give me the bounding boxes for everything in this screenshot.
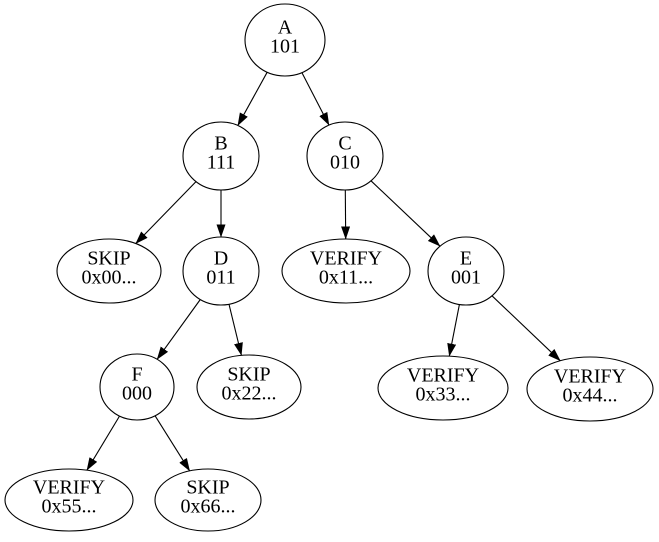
edge-A-C — [301, 72, 330, 126]
node-label-line1: F — [131, 364, 142, 386]
node-label-line1: SKIP — [87, 248, 130, 270]
node-label-line2: 0x66... — [181, 496, 236, 518]
node-label-line2: 0x11... — [319, 267, 373, 289]
node-label-line2: 000 — [122, 383, 152, 405]
edge-D-F — [156, 299, 201, 360]
node-SKIP22: SKIP0x22... — [196, 354, 302, 420]
node-shape-ellipse — [4, 468, 134, 532]
node-label-line2: 010 — [330, 152, 360, 174]
node-label-line1: VERIFY — [33, 477, 105, 499]
node-label-line1: SKIP — [227, 364, 270, 386]
node-shape-circle — [182, 121, 260, 191]
node-shape-ellipse — [56, 238, 162, 304]
edge-E-VERIFY33 — [447, 304, 460, 357]
edge-F-VERIFY55 — [86, 415, 120, 471]
edge-A-B — [237, 71, 268, 126]
node-label-line1: C — [338, 133, 351, 155]
edge-C-E — [370, 180, 441, 247]
node-label-line2: 011 — [206, 267, 235, 289]
node-VERIFY44: VERIFY0x44... — [526, 356, 654, 422]
node-shape-circle — [427, 236, 505, 306]
node-label-line1: E — [460, 248, 472, 270]
edge-E-VERIFY44 — [491, 295, 561, 362]
node-label-line1: VERIFY — [407, 365, 479, 387]
node-shape-circle — [244, 3, 326, 77]
node-shape-ellipse — [377, 355, 509, 421]
node-label-line2: 0x00... — [82, 267, 137, 289]
node-label-line1: VERIFY — [554, 366, 626, 388]
node-label-line1: D — [214, 248, 228, 270]
node-shape-ellipse — [196, 354, 302, 420]
node-label-line2: 101 — [270, 36, 300, 58]
edge-F-SKIP66 — [154, 415, 191, 472]
node-label-line1: SKIP — [186, 477, 229, 499]
node-label-line2: 0x55... — [42, 496, 97, 518]
node-VERIFY33: VERIFY0x33... — [377, 355, 509, 421]
node-label-line2: 0x22... — [222, 383, 277, 405]
node-label-line1: A — [278, 17, 293, 39]
node-shape-circle — [182, 236, 260, 306]
node-shape-circle — [99, 353, 175, 421]
node-label-line2: 111 — [207, 152, 236, 174]
node-shape-ellipse — [526, 356, 654, 422]
node-VERIFY11: VERIFY0x11... — [281, 238, 411, 304]
node-label-line2: 001 — [451, 267, 481, 289]
edge-D-SKIP22 — [228, 304, 243, 356]
edge-B-SKIP00 — [135, 181, 197, 244]
node-SKIP00: SKIP0x00... — [56, 238, 162, 304]
node-shape-circle — [306, 121, 384, 191]
node-VERIFY55: VERIFY0x55... — [4, 468, 134, 532]
node-label-line2: 0x44... — [563, 385, 618, 407]
node-SKIP66: SKIP0x66... — [154, 468, 262, 532]
node-label-line2: 0x33... — [416, 384, 471, 406]
node-label-line1: B — [214, 133, 227, 155]
node-shape-ellipse — [281, 238, 411, 304]
node-shape-ellipse — [154, 468, 262, 532]
node-label-line1: VERIFY — [310, 248, 382, 270]
